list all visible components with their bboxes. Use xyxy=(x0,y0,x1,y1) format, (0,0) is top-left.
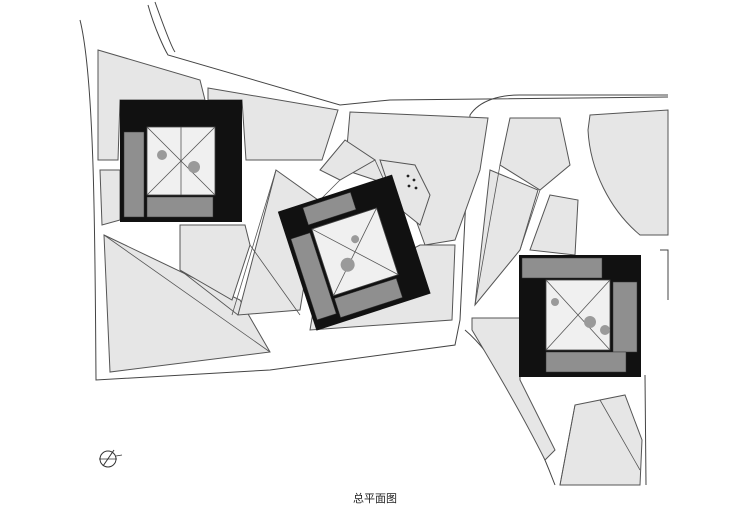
road-network xyxy=(79,1,669,486)
parcel-east-small xyxy=(529,194,579,256)
building-east xyxy=(519,255,641,377)
compass-north-icon xyxy=(99,449,123,468)
plaza-trees xyxy=(406,174,418,190)
building-northwest xyxy=(120,100,242,222)
parcel-west-strip xyxy=(99,169,121,226)
parcel-southeast-strip xyxy=(471,317,556,461)
drawing-caption: 总平面图 xyxy=(353,492,397,505)
parcel-south-mid xyxy=(179,224,251,301)
parcel-east-arc xyxy=(587,109,669,236)
building-center xyxy=(277,174,431,331)
parcel-southeast xyxy=(559,394,643,486)
parcel-east-top xyxy=(499,117,571,191)
